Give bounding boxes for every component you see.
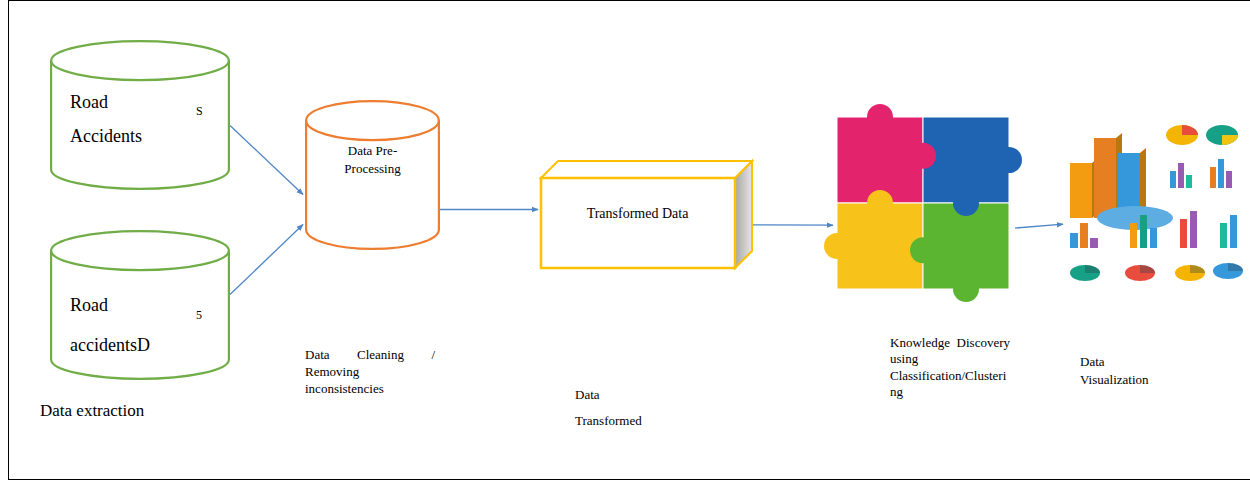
puzzle-illustration bbox=[824, 104, 1022, 302]
node-outline bbox=[1065, 115, 1245, 395]
pie-icon bbox=[1213, 263, 1243, 279]
pie-icon bbox=[1070, 265, 1100, 281]
flow-arrow bbox=[440, 209, 538, 210]
step-caption: Data Cleaning / Removing inconsistencies bbox=[305, 347, 435, 398]
flow-arrow bbox=[1015, 224, 1063, 228]
small-bar bbox=[1130, 223, 1137, 248]
small-bar bbox=[1226, 171, 1232, 188]
box-top bbox=[541, 161, 752, 178]
small-bar bbox=[1080, 223, 1088, 248]
puzzle-knob bbox=[867, 190, 893, 216]
pie-icon bbox=[1206, 125, 1238, 145]
pie-slice bbox=[1190, 265, 1205, 273]
puzzle-knob bbox=[996, 147, 1022, 173]
pie-slice bbox=[1182, 125, 1198, 135]
node-text: S bbox=[196, 104, 216, 118]
puzzle-knob bbox=[824, 233, 850, 259]
small-bar bbox=[1070, 233, 1078, 248]
pie-icon bbox=[1175, 265, 1205, 281]
database-cylinder: Road Accidents S bbox=[50, 40, 230, 190]
bar bbox=[1094, 138, 1116, 218]
node-text: Knowledge Discovery using Classification… bbox=[890, 335, 1010, 400]
flow-arrow bbox=[753, 224, 833, 226]
flow-arrow bbox=[230, 225, 303, 295]
chart-icons bbox=[1070, 125, 1243, 281]
database-cylinder: Road accidentsD 5 bbox=[50, 230, 230, 380]
small-bar bbox=[1210, 167, 1216, 188]
cylinder-body bbox=[51, 231, 229, 379]
step-caption: Data Transformed bbox=[575, 382, 665, 434]
small-bar bbox=[1186, 175, 1192, 188]
puzzle-knob bbox=[953, 190, 979, 216]
pie-slice bbox=[1085, 265, 1100, 273]
puzzle-knob bbox=[910, 143, 936, 169]
puzzle-knob bbox=[910, 237, 936, 263]
frame-border bbox=[9, 1, 1250, 480]
node-outline bbox=[50, 40, 230, 190]
small-bar bbox=[1090, 238, 1098, 248]
small-bar bbox=[1178, 163, 1184, 188]
small-bar bbox=[1150, 228, 1157, 248]
node-text: Road Accidents bbox=[70, 85, 170, 153]
pie-slice bbox=[1222, 135, 1238, 145]
pie-icon bbox=[1125, 265, 1155, 281]
node-outline bbox=[835, 115, 1015, 405]
box-side bbox=[735, 161, 752, 268]
small-bar bbox=[1190, 211, 1197, 248]
cylinder-body bbox=[306, 101, 439, 249]
small-bar bbox=[1170, 171, 1176, 188]
process-cylinder: Data Pre-Processing bbox=[305, 100, 440, 250]
node-text: Data Visualization bbox=[1080, 353, 1165, 389]
small-bar bbox=[1230, 215, 1237, 248]
visualization-step: Data Visualization bbox=[1065, 115, 1245, 395]
puzzle-knob bbox=[867, 104, 893, 130]
puzzle-knob bbox=[953, 276, 979, 302]
node-text: Road accidentsD bbox=[70, 286, 170, 365]
cylinder-body bbox=[51, 41, 229, 189]
data-box: Transformed Data bbox=[540, 160, 753, 270]
box-front bbox=[541, 178, 735, 268]
node-text: Transformed Data bbox=[540, 206, 735, 223]
node-text: Data Pre-Processing bbox=[325, 142, 420, 178]
pie-slice bbox=[1140, 265, 1155, 273]
small-bar bbox=[1220, 223, 1227, 248]
cylinder-rim bbox=[306, 121, 439, 140]
flow-arrow bbox=[230, 126, 303, 195]
cylinder-rim bbox=[51, 61, 229, 81]
cylinder-rim bbox=[51, 251, 229, 271]
node-text: 5 bbox=[196, 308, 216, 322]
small-bar bbox=[1218, 159, 1224, 188]
knowledge-discovery-step: Knowledge Discovery using Classification… bbox=[835, 115, 1015, 405]
step-caption: Data extraction bbox=[40, 400, 210, 422]
small-bar bbox=[1140, 215, 1147, 248]
small-bar bbox=[1180, 219, 1187, 248]
pie-icon bbox=[1166, 125, 1198, 145]
pie-slice bbox=[1228, 263, 1243, 271]
bar bbox=[1070, 163, 1092, 218]
